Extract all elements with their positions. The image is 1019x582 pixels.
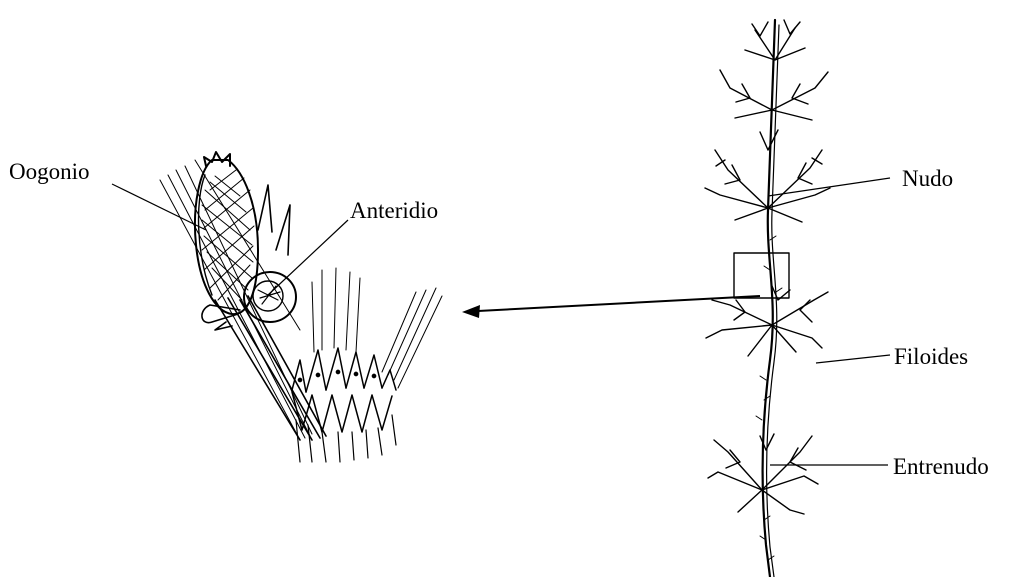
label-filoides: Filoides: [894, 344, 968, 369]
leader-nudo: [768, 178, 890, 196]
detail-box: [734, 253, 789, 298]
magnification-arrow: [462, 296, 760, 318]
stem-spines: [756, 236, 782, 560]
oogonium: [195, 152, 258, 314]
stalk: [215, 296, 326, 440]
leader-filoides: [816, 355, 890, 363]
whorl-nudo: [705, 130, 830, 222]
label-anteridio: Anteridio: [350, 198, 438, 223]
branchlet-cluster: [292, 268, 442, 462]
leader-oogonio: [112, 184, 206, 230]
oogonium-hatching: [202, 170, 254, 300]
label-entrenudo: Entrenudo: [893, 454, 989, 479]
label-nudo: Nudo: [902, 166, 953, 191]
whorl-filoides: [706, 286, 828, 356]
label-oogonio: Oogonio: [9, 159, 90, 184]
